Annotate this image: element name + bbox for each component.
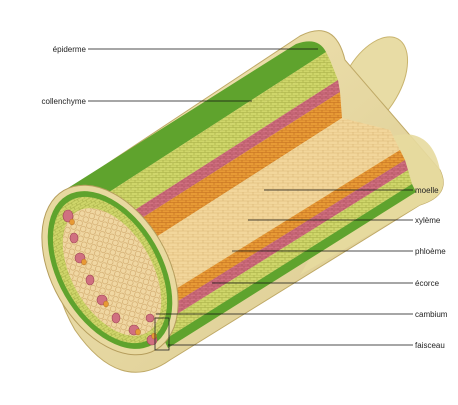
label-moelle: moelle [415, 186, 439, 195]
cross-section [41, 184, 179, 356]
collenchyme-band [68, 41, 330, 206]
label-collenchyme: collenchyme [42, 97, 87, 106]
label-cambium: cambium [415, 310, 448, 319]
leader-lines [88, 48, 413, 346]
longitudinal-section [106, 60, 416, 348]
label-ecorce: écorce [415, 279, 440, 288]
label-faisceau: faisceau [415, 341, 445, 350]
label-phloeme: phloème [415, 247, 446, 256]
label-epiderme: épiderme [53, 45, 87, 54]
label-xyleme: xylème [415, 216, 441, 225]
labels: épiderme collenchyme moelle xylème phloè… [42, 45, 448, 350]
